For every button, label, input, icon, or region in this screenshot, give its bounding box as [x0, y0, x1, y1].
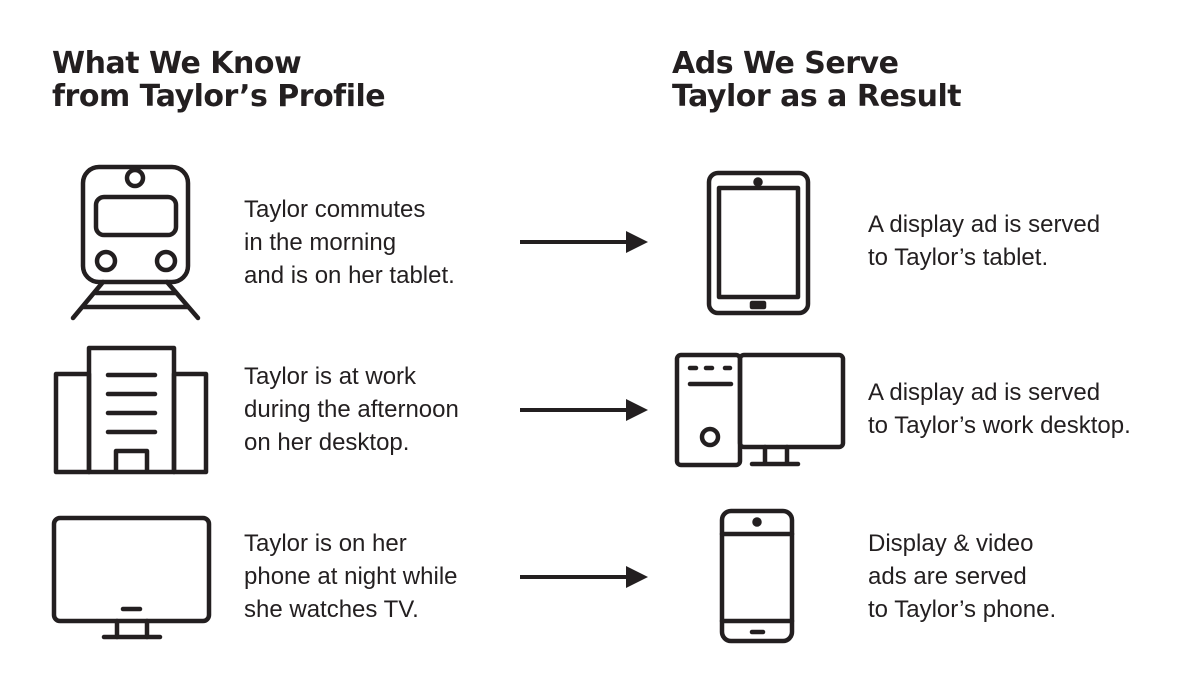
left-heading-line2: from Taylor’s Profile	[52, 79, 386, 114]
text-line: A display ad is served	[868, 211, 1101, 238]
right-heading: Ads We Serve Taylor as a Result	[672, 46, 962, 114]
arrow-icon	[520, 566, 648, 588]
text-line: she watches TV.	[244, 596, 419, 623]
office-building-icon	[53, 345, 209, 475]
ad-description-desktop: A display ad is served to Taylor’s work …	[868, 376, 1131, 442]
text-line: phone at night while	[244, 563, 458, 590]
text-line: ads are served	[868, 563, 1027, 590]
train-icon	[70, 164, 201, 321]
text-line: Display & video	[868, 530, 1034, 557]
right-heading-line1: Ads We Serve	[672, 46, 899, 81]
text-line: in the morning	[244, 229, 397, 256]
profile-description-morning: Taylor commutes in the morning and is on…	[244, 193, 455, 292]
text-line: to Taylor’s work desktop.	[868, 412, 1131, 439]
left-heading: What We Know from Taylor’s Profile	[52, 46, 386, 114]
smartphone-icon	[719, 508, 795, 644]
profile-description-afternoon: Taylor is at work during the afternoon o…	[244, 360, 459, 459]
text-line: Taylor commutes	[244, 196, 426, 223]
tv-icon	[51, 515, 212, 640]
arrow-icon	[520, 399, 648, 421]
right-heading-line2: Taylor as a Result	[672, 79, 962, 114]
text-line: to Taylor’s phone.	[868, 596, 1057, 623]
text-line: A display ad is served	[868, 379, 1101, 406]
text-line: Taylor is at work	[244, 363, 417, 390]
profile-description-night: Taylor is on her phone at night while sh…	[244, 527, 458, 626]
desktop-computer-icon	[674, 352, 846, 468]
text-line: Taylor is on her	[244, 530, 407, 557]
tablet-icon	[706, 170, 811, 316]
ad-description-phone: Display & video ads are served to Taylor…	[868, 527, 1056, 626]
text-line: and is on her tablet.	[244, 262, 455, 289]
text-line: during the afternoon	[244, 396, 459, 423]
ad-description-tablet: A display ad is served to Taylor’s table…	[868, 208, 1100, 274]
left-heading-line1: What We Know	[52, 46, 302, 81]
text-line: to Taylor’s tablet.	[868, 244, 1049, 271]
arrow-icon	[520, 231, 648, 253]
text-line: on her desktop.	[244, 429, 410, 456]
